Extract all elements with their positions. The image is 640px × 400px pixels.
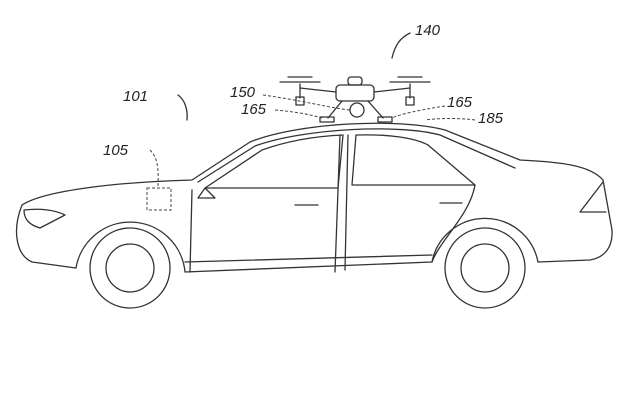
taillight — [579, 181, 607, 213]
rear-door — [344, 134, 476, 271]
mount-right — [377, 116, 393, 123]
label-mount-left: 165 — [241, 101, 267, 118]
drone — [279, 76, 431, 123]
headlight — [23, 208, 66, 229]
front-window — [204, 134, 344, 189]
camera — [349, 102, 365, 118]
roof-inner-line — [197, 128, 516, 183]
label-drone: 140 — [415, 22, 441, 39]
car-body-outline — [15, 122, 613, 273]
rear-wheel — [444, 227, 526, 309]
label-vehicle: 101 — [123, 88, 149, 105]
rear-window — [351, 134, 476, 186]
mount-left — [319, 116, 335, 123]
label-mount-right: 165 — [447, 94, 473, 111]
sill-line — [184, 254, 433, 263]
label-camera: 150 — [230, 84, 256, 101]
label-roof-rail: 185 — [478, 110, 504, 127]
computer-box — [146, 187, 172, 211]
label-computer: 105 — [103, 142, 129, 159]
mirror — [197, 187, 216, 199]
front-wheel — [89, 227, 171, 309]
front-door — [189, 134, 341, 273]
